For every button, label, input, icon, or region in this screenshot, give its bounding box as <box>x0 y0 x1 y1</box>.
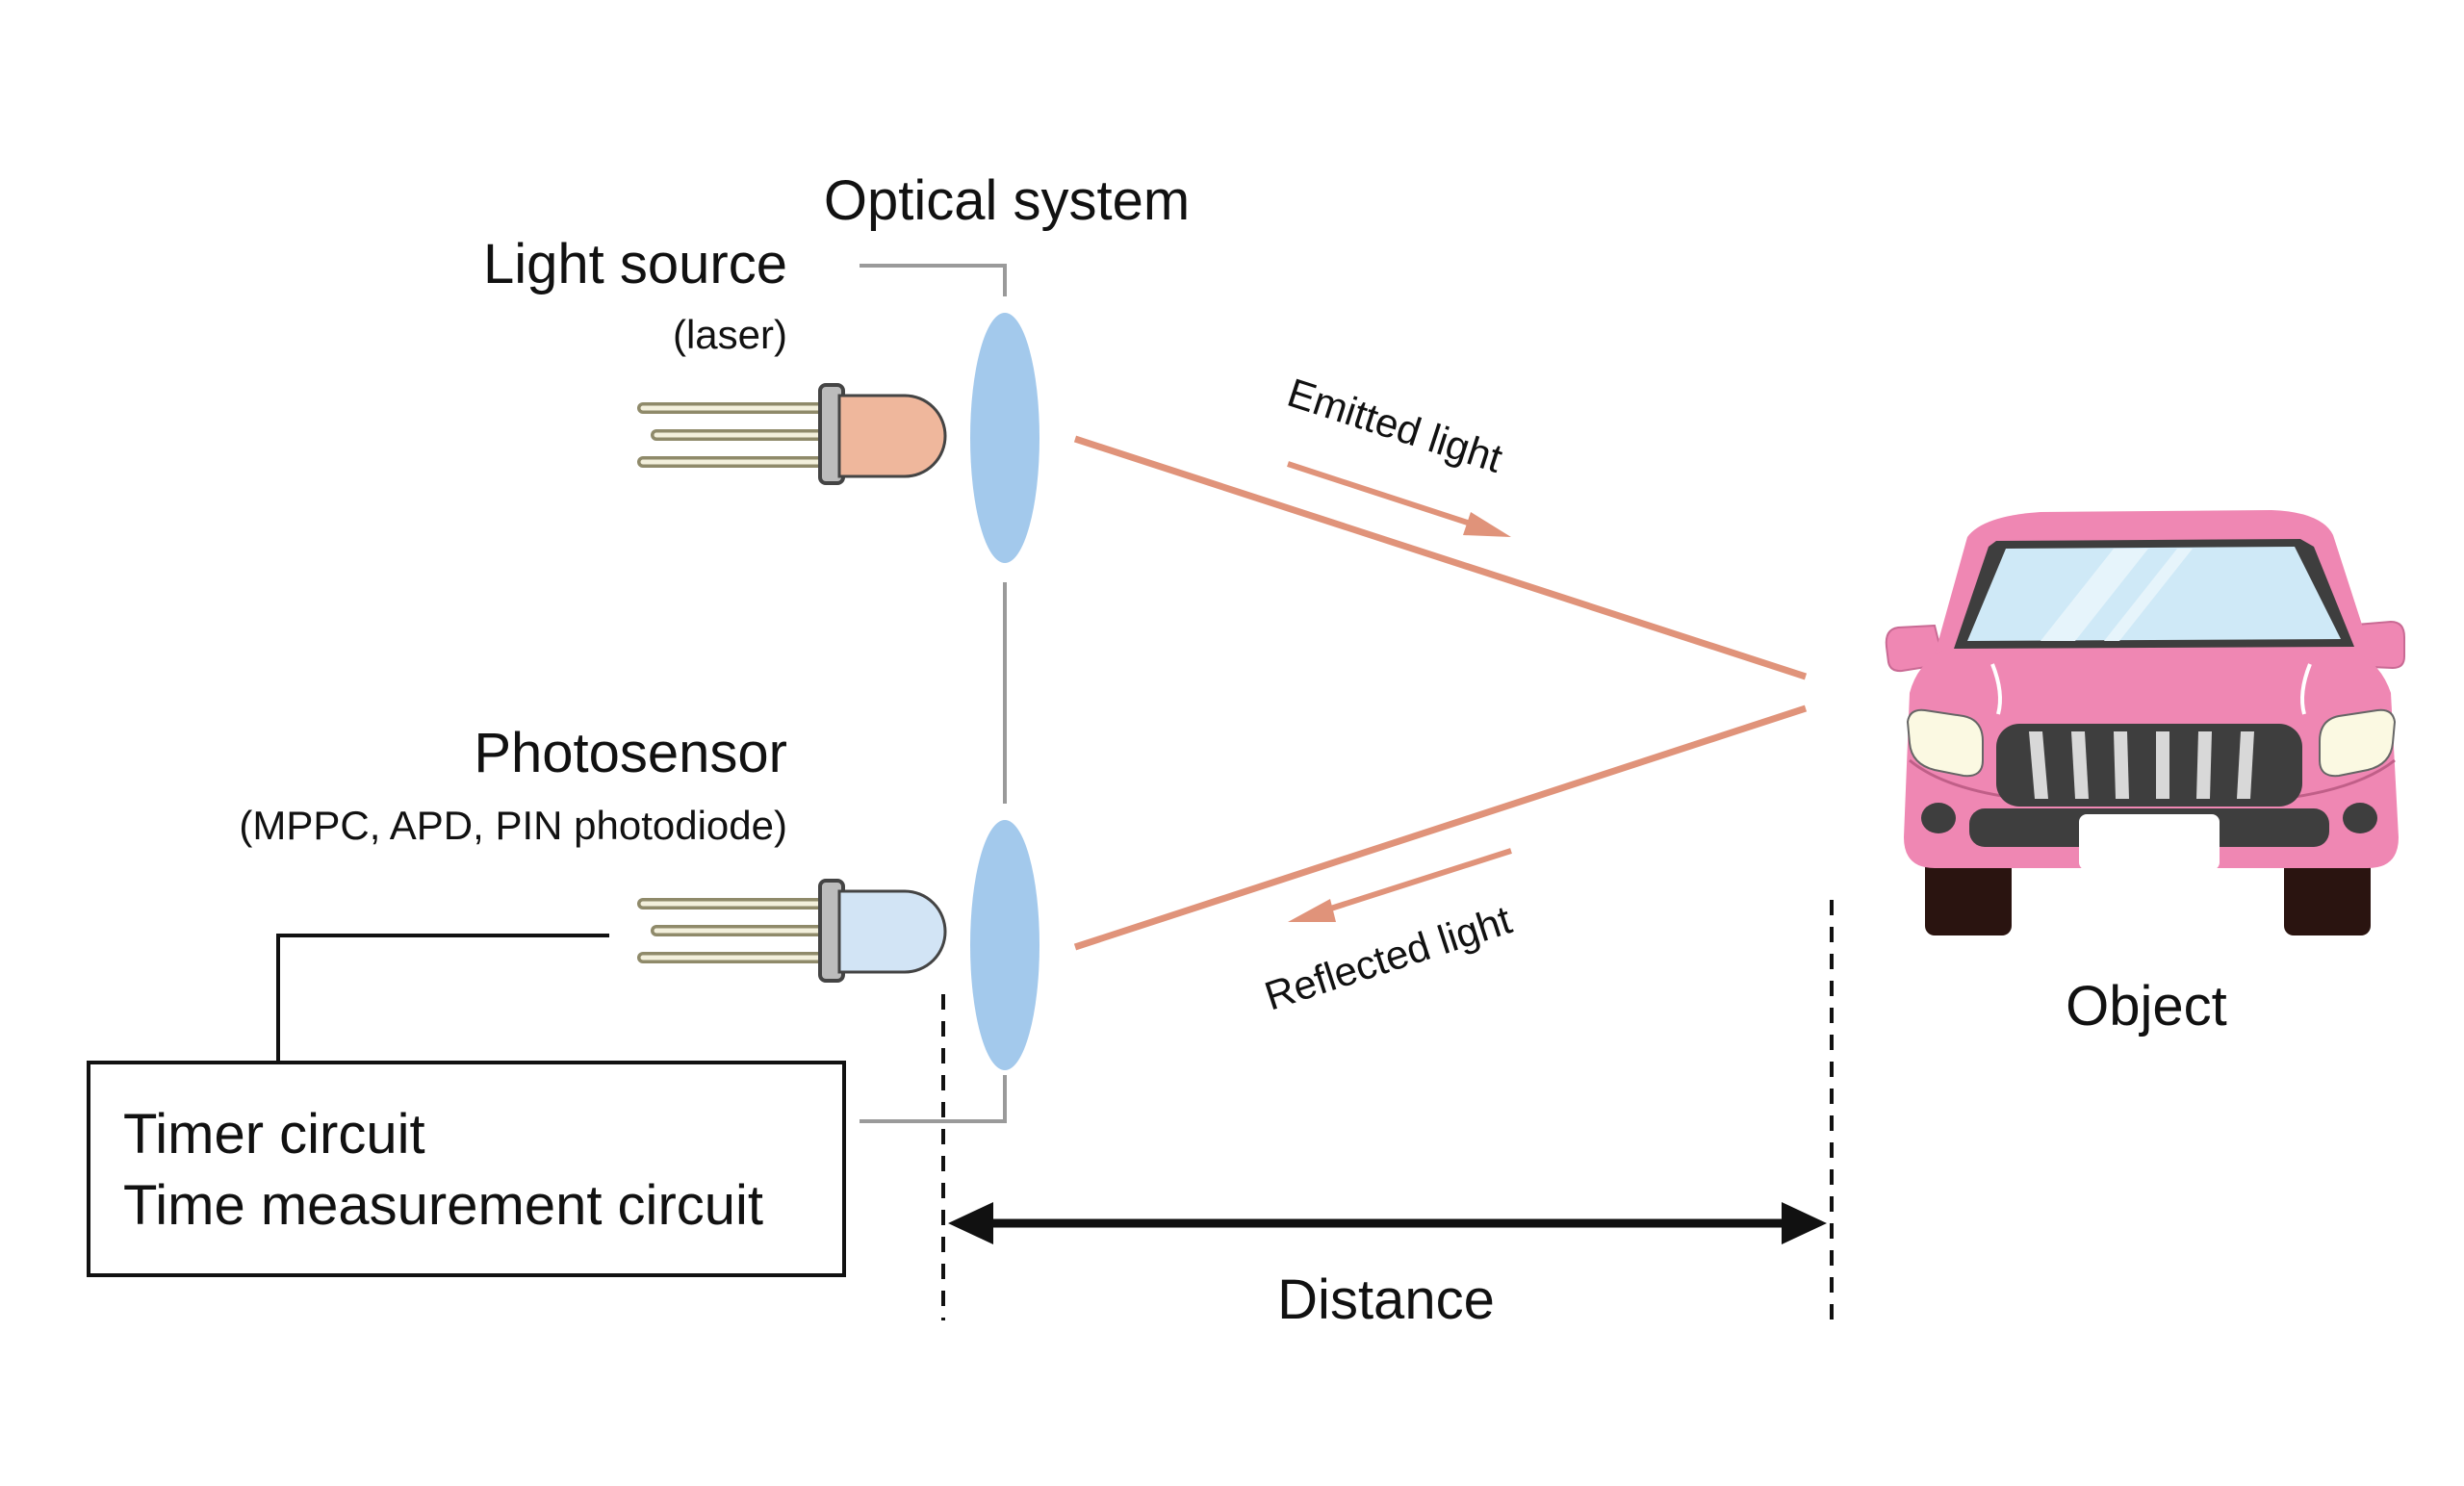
sensor-wire <box>276 934 609 1063</box>
optical-system-bracket <box>860 264 1007 1123</box>
distance-label: Distance <box>1277 1268 1495 1331</box>
optical-system-label: Optical system <box>824 169 1190 232</box>
emitted-beam <box>1073 435 1808 680</box>
light-source-type-label: (laser) <box>673 312 787 357</box>
led-laser-icon <box>637 383 947 485</box>
photosensor-label: Photosensor <box>474 722 787 784</box>
object-label: Object <box>2066 975 2227 1038</box>
reflected-light-label: Reflected light <box>1259 897 1517 1019</box>
reflected-beam <box>1073 705 1808 951</box>
emitted-light-label: Emitted light <box>1282 370 1508 481</box>
photosensor-types-label: (MPPC, APD, PIN photodiode) <box>239 803 787 848</box>
time-measurement-circuit-label: Time measurement circuit <box>123 1174 763 1237</box>
timer-circuit-label: Timer circuit <box>123 1103 425 1166</box>
car-front-icon <box>1885 510 2405 935</box>
timer-circuit-box <box>87 1061 846 1277</box>
distance-dashes <box>941 900 1834 1320</box>
emitted-arrow <box>1287 461 1511 537</box>
distance-arrow <box>948 1202 1827 1244</box>
reflected-arrow <box>1288 848 1512 922</box>
emitter-lens <box>970 313 1040 563</box>
receiver-lens <box>970 820 1040 1070</box>
photodiode-icon <box>637 879 947 983</box>
light-source-label: Light source <box>483 233 787 295</box>
